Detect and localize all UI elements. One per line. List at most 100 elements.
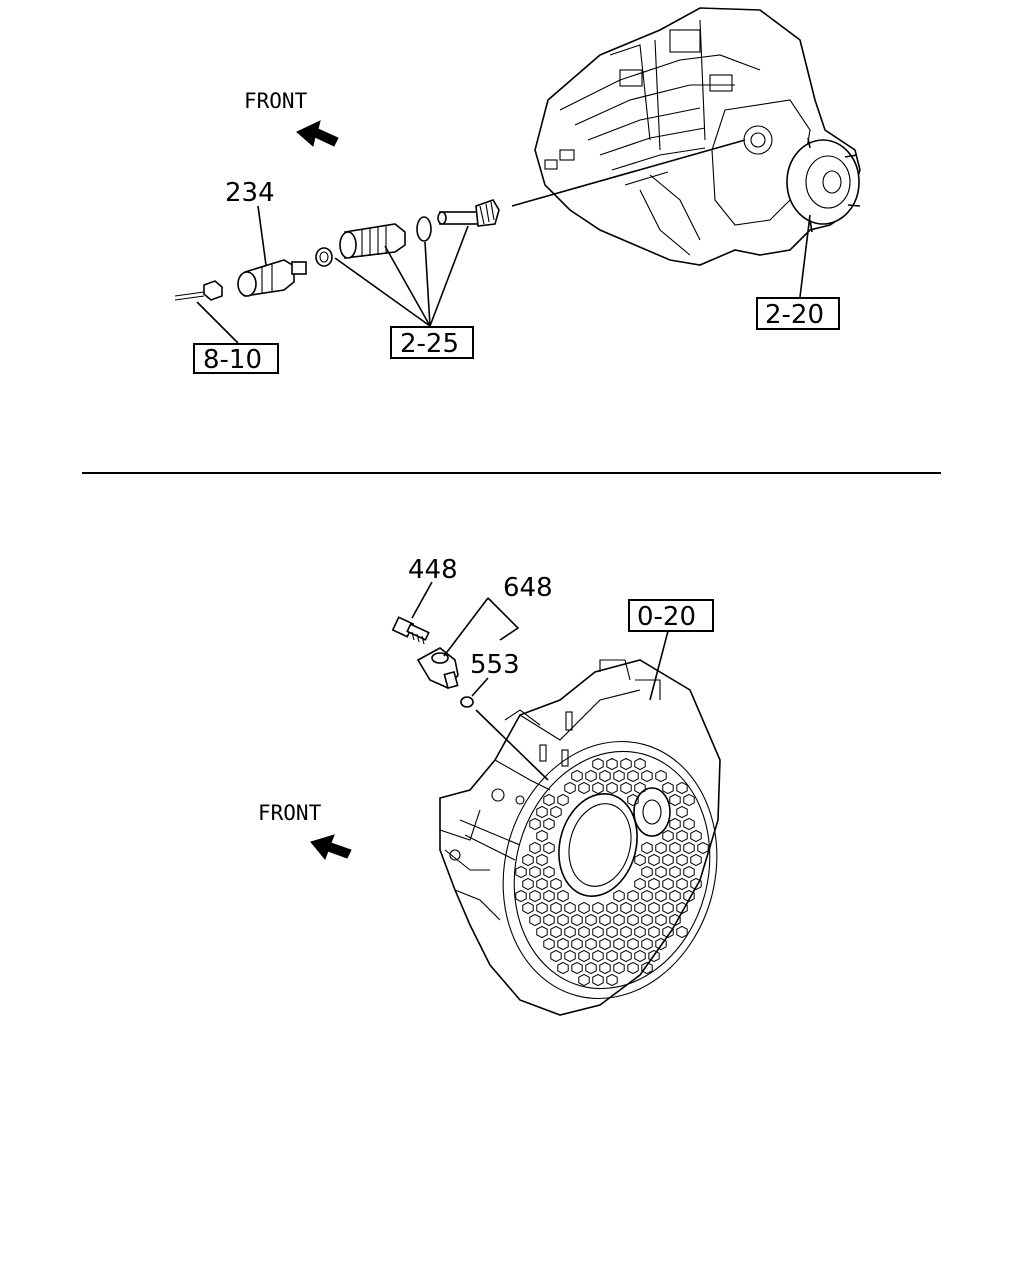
honeycomb-cell: [536, 805, 548, 819]
honeycomb-cell: [669, 865, 681, 879]
sensor-648: [416, 647, 459, 690]
honeycomb-cell: [571, 961, 583, 975]
honeycomb-cell: [669, 889, 681, 903]
honeycomb-cell: [578, 973, 590, 987]
leader-2-25-d: [429, 225, 469, 327]
honeycomb-cell: [522, 853, 534, 867]
honeycomb-cell: [543, 793, 555, 807]
honeycomb-cell: [676, 829, 688, 843]
ref-box-0-20: [628, 599, 714, 632]
honeycomb-cell: [683, 793, 695, 807]
honeycomb-cell: [536, 853, 548, 867]
honeycomb-cell: [641, 769, 653, 783]
leader-install-lower: [475, 709, 549, 781]
honeycomb-cell: [578, 781, 590, 795]
leader-0-20: [649, 630, 669, 701]
honeycomb-cell: [676, 805, 688, 819]
leader-2-25-a: [334, 257, 431, 327]
honeycomb-cell: [557, 793, 569, 807]
honeycomb-cell: [620, 757, 632, 771]
honeycomb-cell: [683, 865, 695, 879]
leader-2-25-c: [424, 241, 431, 327]
honeycomb-cell: [634, 877, 646, 891]
honeycomb-cell: [564, 901, 576, 915]
honeycomb-cell: [641, 841, 653, 855]
ref-box-8-10: [193, 343, 279, 374]
honeycomb-cell: [543, 937, 555, 951]
honeycomb-cell: [585, 913, 597, 927]
honeycomb-cell: [529, 817, 541, 831]
honeycomb-cell: [550, 949, 562, 963]
honeycomb-cell: [620, 781, 632, 795]
honeycomb-cell: [585, 769, 597, 783]
honeycomb-cell: [676, 901, 688, 915]
transmission-housing: [534, 7, 861, 266]
bolt-448: [391, 616, 430, 645]
honeycomb-cell: [543, 913, 555, 927]
honeycomb-cell: [606, 973, 618, 987]
honeycomb-cell: [613, 913, 625, 927]
honeycomb-cell: [592, 781, 604, 795]
honeycomb-cell: [564, 949, 576, 963]
honeycomb-cell: [529, 913, 541, 927]
honeycomb-cell: [606, 925, 618, 939]
leader-install: [511, 139, 746, 207]
honeycomb-cell: [536, 877, 548, 891]
honeycomb-cell: [578, 901, 590, 915]
lower-front-arrow-icon: [310, 834, 352, 860]
honeycomb-cell: [683, 841, 695, 855]
honeycomb-cell: [690, 829, 702, 843]
honeycomb-cell: [557, 913, 569, 927]
honeycomb-cell: [634, 757, 646, 771]
output-flange: [786, 137, 861, 233]
honeycomb-cell: [641, 865, 653, 879]
honeycomb-cell: [578, 949, 590, 963]
leader-648: [443, 597, 520, 657]
honeycomb-cell: [662, 925, 674, 939]
honeycomb-cell: [634, 781, 646, 795]
honeycomb-cell: [536, 925, 548, 939]
honeycomb-cell: [676, 877, 688, 891]
honeycomb-cell: [627, 769, 639, 783]
honeycomb-cell: [648, 901, 660, 915]
upper-front-label: FRONT: [244, 89, 308, 113]
honeycomb-cell: [627, 937, 639, 951]
part-number-234: 234: [225, 178, 275, 208]
honeycomb-cell: [543, 817, 555, 831]
honeycomb-cell: [690, 853, 702, 867]
honeycomb-cell: [543, 865, 555, 879]
honeycomb-cell: [606, 757, 618, 771]
honeycomb-cell: [599, 961, 611, 975]
honeycomb-cell: [676, 853, 688, 867]
honeycomb-cell: [648, 853, 660, 867]
honeycomb-cell: [662, 781, 674, 795]
honeycomb-cell: [662, 829, 674, 843]
o-ring-553: [460, 696, 474, 708]
honeycomb-cell: [627, 961, 639, 975]
honeycomb-cell: [606, 949, 618, 963]
honeycomb-cell: [557, 961, 569, 975]
honeycomb-cell: [564, 781, 576, 795]
ref-label-2-20: 2-20: [765, 300, 824, 330]
honeycomb-cell: [620, 901, 632, 915]
honeycomb-cell: [592, 949, 604, 963]
leader-553: [471, 677, 489, 697]
honeycomb-cell: [662, 901, 674, 915]
honeycomb-cell: [655, 913, 667, 927]
honeycomb-cell: [620, 925, 632, 939]
honeycomb-cell: [529, 889, 541, 903]
honeycomb-cell: [662, 877, 674, 891]
honeycomb-cell: [655, 841, 667, 855]
honeycomb-cell: [662, 853, 674, 867]
honeycomb-cell: [634, 901, 646, 915]
honeycomb-cell: [564, 925, 576, 939]
speed-sensor-234: [237, 259, 307, 297]
honeycomb-cell: [599, 769, 611, 783]
honeycomb-cell: [529, 865, 541, 879]
honeycomb-cell: [641, 889, 653, 903]
honeycomb-cell: [599, 937, 611, 951]
honeycomb-cell: [550, 805, 562, 819]
ref-label-0-20: 0-20: [637, 602, 696, 632]
honeycomb-cell: [522, 901, 534, 915]
honeycomb-cell: [613, 961, 625, 975]
